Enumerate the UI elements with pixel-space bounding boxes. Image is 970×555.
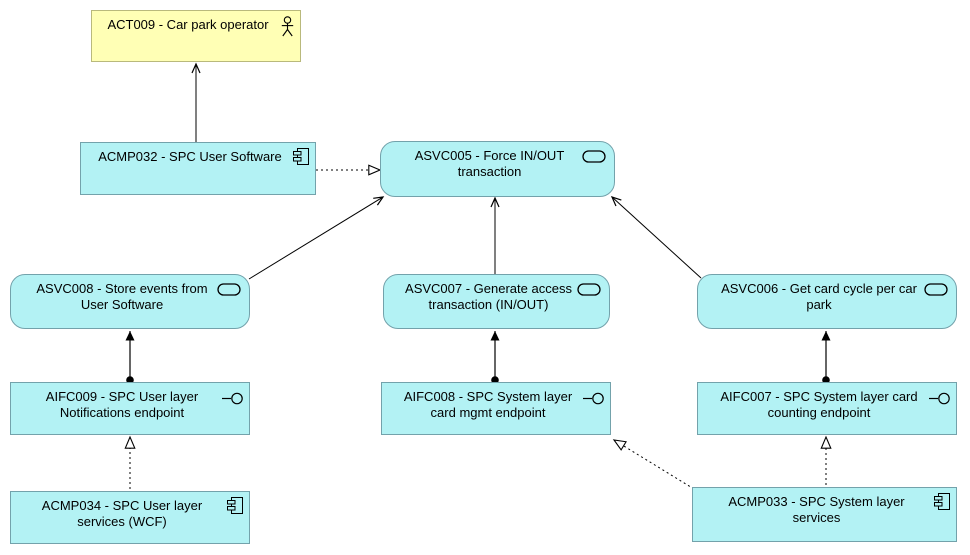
component-icon [293,148,309,165]
rel-realization-acmp033-aifc008 [614,440,695,490]
node-asvc006-get-card-cycle-per-car-park[interactable]: ASVC006 - Get card cycle per car park [697,274,957,329]
node-label: ACMP034 - SPC User layer services (WCF) [41,498,203,530]
interface-icon [222,392,244,405]
node-label: ASVC005 - Force IN/OUT transaction [414,148,565,180]
service-icon [582,150,606,163]
node-aifc008-spc-system-layer-card-mgmt-endpoint[interactable]: AIFC008 - SPC System layer card mgmt end… [381,382,611,435]
node-acmp034-spc-user-layer-services-wcf[interactable]: ACMP034 - SPC User layer services (WCF) [10,491,250,544]
rel-serving-asvc008-asvc005 [248,196,385,280]
interface-icon [583,392,605,405]
node-label: ASVC008 - Store events from User Softwar… [36,281,208,313]
node-label: ASVC006 - Get card cycle per car park [721,281,917,313]
rel-serving-asvc006-asvc005 [610,196,702,279]
node-asvc005-force-in-out-transaction[interactable]: ASVC005 - Force IN/OUT transaction [380,141,615,197]
node-label: AIFC007 - SPC System layer card counting… [720,389,918,421]
service-icon [217,283,241,296]
interface-icon [929,392,951,405]
node-asvc007-generate-access-transaction[interactable]: ASVC007 - Generate access transaction (I… [383,274,610,329]
node-aifc007-spc-system-layer-card-counting-endpoint[interactable]: AIFC007 - SPC System layer card counting… [697,382,957,435]
node-asvc008-store-events-from-user-software[interactable]: ASVC008 - Store events from User Softwar… [10,274,250,329]
node-act009-car-park-operator[interactable]: ACT009 - Car park operator [91,10,301,62]
node-aifc009-spc-user-layer-notifications-endpoint[interactable]: AIFC009 - SPC User layer Notifications e… [10,382,250,435]
service-icon [924,283,948,296]
component-icon [227,497,243,514]
service-icon [577,283,601,296]
node-acmp033-spc-system-layer-services[interactable]: ACMP033 - SPC System layer services [692,487,957,542]
node-label: AIFC008 - SPC System layer card mgmt end… [403,389,573,421]
node-label: ACMP032 - SPC User Software [98,149,282,164]
node-label: AIFC009 - SPC User layer Notifications e… [45,389,199,421]
node-label: ACT009 - Car park operator [107,17,269,32]
node-label: ACMP033 - SPC System layer services [728,494,905,526]
node-label: ASVC007 - Generate access transaction (I… [405,281,572,313]
actor-icon [281,16,294,37]
node-acmp032-spc-user-software[interactable]: ACMP032 - SPC User Software [80,142,316,195]
component-icon [934,493,950,510]
